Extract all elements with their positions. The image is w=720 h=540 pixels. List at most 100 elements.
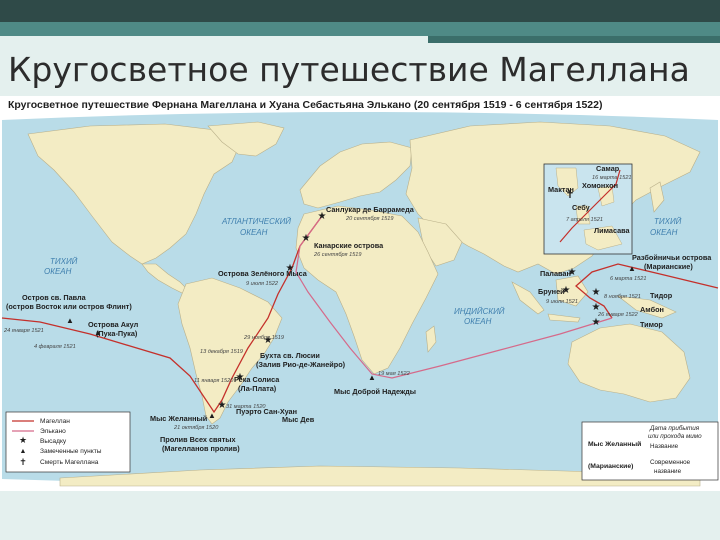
- date-canary: 26 сентября 1519: [313, 252, 362, 258]
- svg-text:✝: ✝: [19, 457, 27, 467]
- label-samar: Самар: [596, 164, 620, 173]
- label-cebu: Себу: [572, 203, 591, 212]
- label-solis-1: Река Солиса: [234, 375, 280, 384]
- legend-key-date-2: или прохода мимо: [648, 432, 702, 440]
- ocean-label-pacific-west-2: ОКЕАН: [44, 267, 72, 276]
- label-canary: Канарские острова: [314, 241, 384, 250]
- legend-key-date-1: Дата прибытия: [649, 424, 700, 432]
- africa: [295, 205, 439, 375]
- svg-text:▲: ▲: [20, 448, 27, 455]
- label-santa-lucia-1: Бухта св. Люсии: [260, 351, 320, 360]
- ocean-label-atlantic-1: АТЛАНТИЧЕСКИЙ: [221, 217, 291, 226]
- date-akul: 4 февраля 1521: [34, 344, 76, 350]
- date-san-pablo: 24 января 1521: [3, 328, 44, 334]
- legend-key-modern-1: Современное: [650, 459, 691, 466]
- date-strait: 21 октября 1520: [173, 425, 219, 431]
- landing-star-sanlucar: ★: [318, 211, 327, 222]
- landing-star-ambon: ★: [592, 302, 601, 313]
- south-america: [177, 277, 283, 425]
- java: [547, 313, 581, 323]
- inset-cebu: [575, 205, 591, 225]
- label-zhelanny: Мыс Желанный: [150, 414, 207, 423]
- label-strait-2: (Магелланов пролив): [162, 444, 240, 453]
- inset-luzon: [555, 167, 579, 197]
- label-akul-1: Острова Акул: [88, 320, 139, 329]
- ocean-label-indian-2: ОКЕАН: [464, 317, 492, 326]
- ocean-label-pacific-west-1: ТИХИЙ: [50, 257, 78, 266]
- label-ladrones-2: (Марианские): [644, 262, 693, 271]
- landing-star-cape-verde: ★: [286, 263, 295, 274]
- label-devy: Мыс Дев: [282, 415, 315, 424]
- landing-star-solis: ★: [236, 372, 245, 383]
- legend-key-example-alt: (Марианские): [588, 463, 633, 470]
- date-sanlucar: 20 сентября 1519: [345, 216, 394, 222]
- date-timor: 26 января 1522: [597, 312, 639, 318]
- label-solis-2: (Ла-Плата): [238, 384, 277, 393]
- label-san-pablo-1: Остров св. Павла: [22, 293, 87, 302]
- europe: [299, 141, 413, 209]
- landing-star-san-julian: ★: [218, 400, 227, 411]
- legend-item-sighted: Замеченные пункты: [40, 448, 102, 455]
- label-mactan: Мактан: [548, 185, 574, 194]
- header-accent-stripe: [428, 36, 720, 43]
- map-title: Кругосветное путешествие Фернана Магелла…: [8, 99, 602, 111]
- elcano-route: [295, 215, 613, 379]
- legend-item-death: Смерть Магеллана: [40, 459, 99, 466]
- inset-mindanao: [583, 225, 623, 251]
- sighted-mark-good-hope: ▲: [368, 373, 376, 382]
- ocean-label-pacific-east-1: ТИХИЙ: [654, 217, 682, 226]
- label-santa-lucia-2: (Залив Рио-де-Жанейро): [256, 360, 346, 369]
- magellan-route-pacific: [575, 263, 719, 319]
- australia: [567, 323, 691, 403]
- label-timor: Тимор: [640, 320, 663, 329]
- madagascar: [425, 325, 437, 353]
- sumatra: [511, 281, 545, 315]
- label-brunei: Бруней: [538, 287, 565, 296]
- legend-key: Мыс Желанный (Марианские) Дата прибытия …: [581, 421, 719, 481]
- landing-star-brunei: ★: [562, 285, 571, 296]
- date-santa-lucia: 13 декабря 1519: [200, 349, 243, 355]
- legend-item-landing: Высадку: [40, 438, 67, 445]
- sighted-mark-akul: ▲: [94, 328, 102, 337]
- label-homonhon: Хомонхон: [582, 181, 618, 190]
- landing-star-tidore: ★: [592, 287, 601, 298]
- label-ladrones-1: Разбойничьи острова: [632, 253, 712, 262]
- header-bar: [0, 0, 720, 22]
- death-cross-mactan: ✝: [565, 189, 574, 201]
- ocean-label-indian-1: ИНДИЙСКИЙ: [454, 307, 505, 316]
- sighted-mark-san-pablo: ▲: [66, 316, 74, 325]
- philippines-inset: [543, 163, 633, 255]
- label-palawan: Палаван: [540, 269, 571, 278]
- label-san-pablo-2: (остров Восток или остров Флинт): [6, 302, 132, 311]
- landing-star-palawan: ★: [568, 267, 577, 278]
- landing-star-santa-lucia: ★: [264, 335, 273, 346]
- label-limasava: Лимасава: [594, 226, 631, 235]
- svg-text:★: ★: [19, 435, 27, 445]
- date-tidore: 8 ноября 1521: [604, 294, 641, 300]
- label-cape-verde: Острова Зелёного Мыса: [218, 269, 308, 278]
- greenland: [207, 121, 285, 157]
- date-brazil: 29 ноября 1519: [243, 335, 284, 341]
- date-solis: 11 января 1520: [194, 378, 234, 384]
- legend-key-modern-2: название: [654, 468, 682, 475]
- date-good-hope: 19 мая 1522: [378, 371, 411, 377]
- world-map: Кругосветное путешествие Фернана Магелла…: [1, 99, 719, 487]
- legend-key-example-place: Мыс Желанный: [588, 440, 641, 448]
- legend: ★ ▲ ✝ Магеллан Элькано Высадку Замеченны…: [5, 411, 131, 473]
- slide-title: Кругосветное путешествие Магеллана: [8, 50, 690, 89]
- ocean-label-atlantic-2: ОКЕАН: [240, 228, 268, 237]
- sighted-mark-zhelanny: ▲: [208, 411, 216, 420]
- label-good-hope: Мыс Доброй Надежды: [334, 387, 416, 396]
- label-akul-2: (Пука-Пука): [96, 329, 138, 338]
- inset-route: [559, 169, 621, 243]
- legend-item-elcano: Элькано: [40, 428, 66, 435]
- date-cebu: 7 апреля 1521: [566, 217, 603, 223]
- landing-star-timor: ★: [592, 317, 601, 328]
- date-cape-verde: 9 июля 1522: [246, 281, 279, 287]
- header-accent-bar: [0, 22, 720, 36]
- japan: [649, 181, 665, 213]
- label-sanlucar: Санлукар де Баррамеда: [326, 205, 415, 214]
- magellan-route: [1, 215, 323, 414]
- date-san-julian: 31 марта 1520: [226, 404, 266, 410]
- label-ambon: Амбон: [640, 305, 664, 314]
